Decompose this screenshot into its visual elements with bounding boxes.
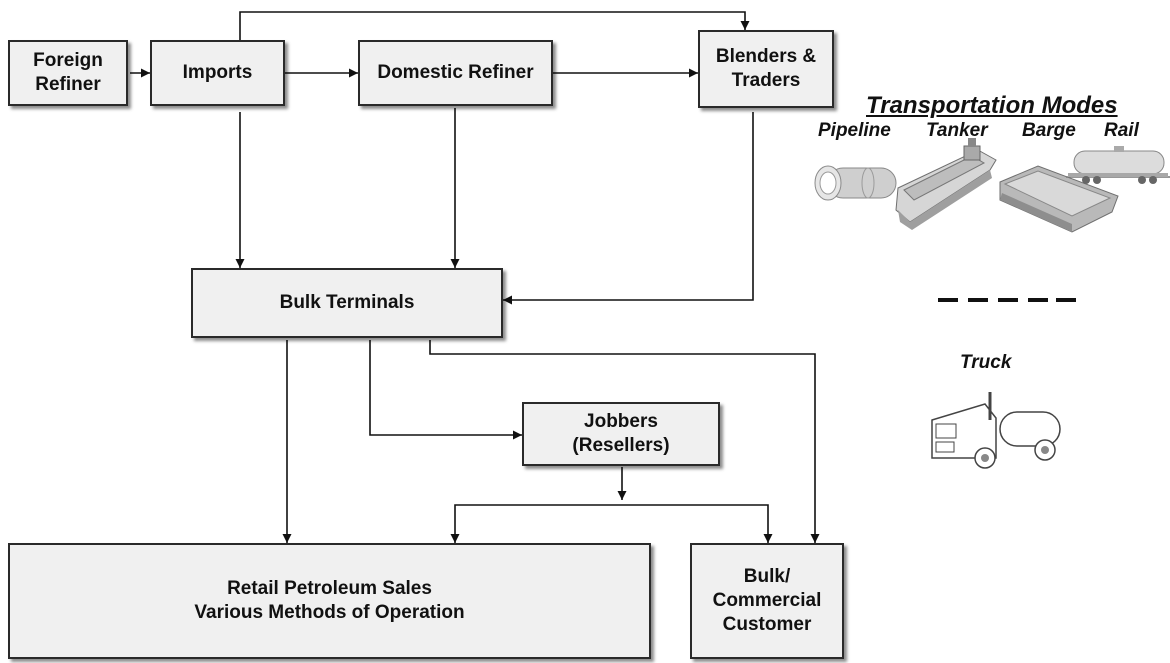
arrow-bulk-terminals-to-jobbers (369, 340, 522, 440)
foreign-refiner-line1: Foreign (33, 50, 103, 72)
jobbers-line2: (Resellers) (572, 435, 670, 456)
bulk-customer-line2: Commercial (712, 590, 822, 612)
rail-label: Rail (1104, 120, 1139, 141)
blenders-line2: Traders (731, 70, 801, 91)
foreign-refiner-line2: Refiner (35, 74, 101, 95)
tanker-label: Tanker (926, 120, 988, 141)
arrow-bulk-terminals-to-bulk-customer (429, 340, 820, 543)
truck-icon (931, 392, 1061, 469)
bulk-terminals-box: Bulk Terminals (191, 268, 503, 338)
jobbers-box: Jobbers(Resellers) (522, 402, 720, 466)
bulk-terminals-label: Bulk Terminals (279, 292, 415, 314)
arrow-jobbers-to-bulk-customer (622, 504, 773, 543)
truck-label: Truck (960, 352, 1012, 373)
divider-dash-4 (1028, 298, 1048, 302)
pipeline-icon (814, 165, 897, 201)
bulk-customer-line1: Bulk/ (743, 566, 791, 588)
bulk-customer-line3: Customer (722, 613, 812, 635)
barge-icon (999, 165, 1119, 233)
domestic-refiner-box: Domestic Refiner (358, 40, 553, 106)
divider-dash-2 (968, 298, 988, 302)
arrow-imports-to-blenders (239, 11, 750, 40)
blenders-line1: Blenders & (715, 46, 817, 68)
pipeline-label: Pipeline (818, 120, 891, 141)
divider-dash-3 (998, 298, 1018, 302)
divider-dash-1 (938, 298, 958, 302)
retail-line1: Retail Petroleum Sales (227, 578, 432, 600)
arrow-jobbers-to-retail (450, 504, 622, 543)
imports-label: Imports (182, 62, 253, 84)
retail-line2: Various Methods of Operation (194, 602, 465, 623)
barge-label: Barge (1022, 120, 1076, 141)
transportation-modes-title: Transportation Modes (866, 92, 1118, 119)
rail-icon (1066, 146, 1170, 184)
jobbers-line1: Jobbers (584, 411, 658, 433)
arrow-blenders-to-bulk-terminals (503, 112, 754, 305)
divider-dash-5 (1056, 298, 1076, 302)
blenders-traders-box: Blenders &Traders (698, 30, 834, 108)
tanker-icon (895, 138, 997, 230)
imports-box: Imports (150, 40, 285, 106)
domestic-refiner-label: Domestic Refiner (377, 62, 534, 84)
